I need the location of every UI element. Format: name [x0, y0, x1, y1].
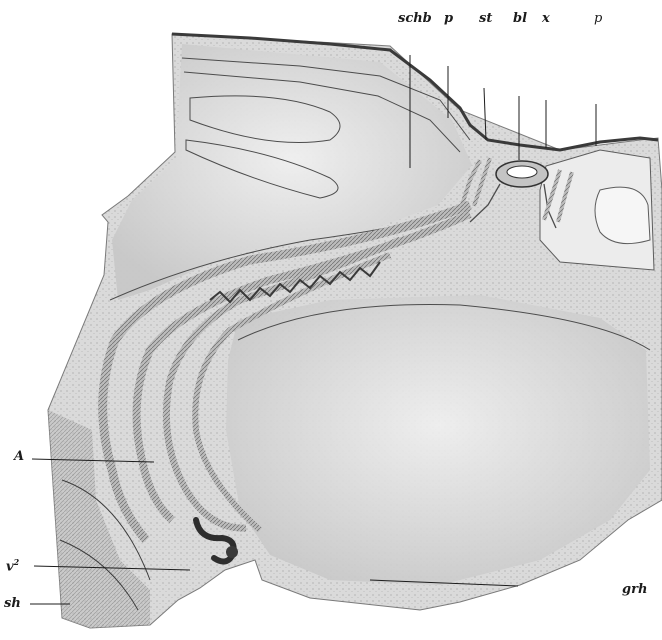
label-grh: grh — [622, 583, 647, 596]
label-A: A — [14, 450, 24, 463]
label-st: st — [479, 12, 492, 25]
label-v2-base: v — [6, 559, 14, 574]
droplet-end — [226, 546, 238, 558]
label-v2-sup: 2 — [14, 557, 20, 567]
label-v2: v2 — [6, 558, 19, 573]
duct-lumen — [507, 166, 537, 178]
label-sh: sh — [4, 597, 21, 610]
label-x: x — [542, 12, 550, 25]
label-schb: schb — [398, 12, 432, 25]
right-inner-oval — [595, 187, 650, 243]
label-bl: bl — [513, 12, 527, 25]
label-p-right: p — [594, 12, 602, 25]
label-p-left: p — [444, 12, 453, 25]
